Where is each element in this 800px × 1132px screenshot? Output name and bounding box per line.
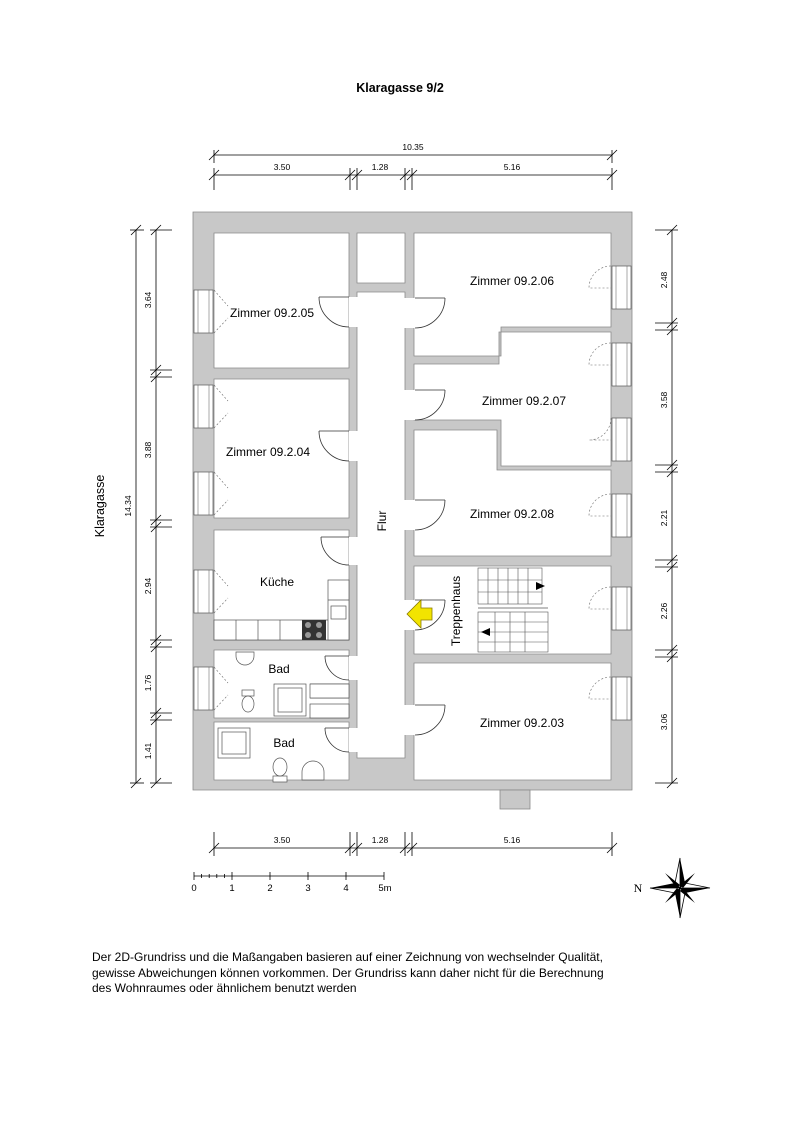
scale-bar [193, 872, 385, 880]
toilet-icon [241, 689, 255, 713]
left-dimensions [130, 224, 172, 789]
dim-top-3: 5.16 [504, 162, 521, 172]
window-panes [197, 266, 628, 720]
dim-left-1: 3.64 [143, 291, 153, 308]
dim-top-1: 3.50 [274, 162, 291, 172]
top-dimensions [208, 149, 618, 190]
kitchen-counter [213, 579, 350, 641]
staircase [477, 567, 549, 653]
room-label-zimmer-06: Zimmer 09.2.06 [470, 274, 554, 288]
scale-label-5m: 5m [378, 883, 391, 894]
dim-total-width: 10.35 [402, 142, 424, 152]
scale-label-0: 0 [191, 883, 196, 894]
room-label-treppenhaus: Treppenhaus [449, 576, 463, 646]
dim-left-3: 2.94 [143, 577, 153, 594]
dim-right-5: 3.06 [659, 713, 669, 730]
entrance-arrow-icon [406, 599, 433, 629]
bottom-dimensions [208, 832, 618, 856]
room-label-zimmer-07: Zimmer 09.2.07 [482, 394, 566, 408]
disclaimer: Der 2D-Grundriss und die Maßangaben basi… [92, 950, 712, 997]
room-label-zimmer-08: Zimmer 09.2.08 [470, 507, 554, 521]
stair-arrow-up-icon [536, 582, 545, 590]
washbasin-icon [235, 651, 255, 666]
room-label-zimmer-04: Zimmer 09.2.04 [226, 445, 310, 459]
stove-icon [302, 620, 326, 640]
stair-arrow-down-icon [481, 628, 490, 636]
dim-left-4: 1.76 [143, 674, 153, 691]
dim-left-2: 3.88 [143, 441, 153, 458]
room-label-kueche: Küche [260, 575, 294, 589]
dim-top-2: 1.28 [372, 162, 389, 172]
door-swings [318, 296, 446, 753]
room-label-flur: Flur [375, 511, 389, 532]
scale-label-4: 4 [343, 883, 348, 894]
window-sashes [213, 265, 612, 711]
sink-icon [330, 605, 347, 620]
bay-niche [499, 789, 531, 810]
scale-label-2: 2 [267, 883, 272, 894]
dim-bottom-1: 3.50 [274, 835, 291, 845]
dim-left-total: 14.34 [123, 495, 133, 517]
scale-label-3: 3 [305, 883, 310, 894]
scale-label-1: 1 [229, 883, 234, 894]
compass-north-label: N [634, 881, 643, 895]
bath-fixtures [217, 683, 350, 759]
room-label-zimmer-03: Zimmer 09.2.03 [480, 716, 564, 730]
dim-left-5: 1.41 [143, 742, 153, 759]
disclaimer-line-2: gewisse Abweichungen können vorkommen. D… [92, 965, 604, 980]
right-dimensions [655, 224, 678, 789]
room-label-zimmer-05: Zimmer 09.2.05 [230, 306, 314, 320]
windows [193, 265, 632, 721]
compass-icon [649, 857, 711, 919]
room-label-bad-1: Bad [268, 662, 289, 676]
street-label: Klaragasse [93, 475, 107, 538]
toilet-icon-2 [272, 757, 288, 783]
washbasin-icon-2 [301, 760, 325, 781]
dim-bottom-3: 5.16 [504, 835, 521, 845]
dim-right-1: 2.48 [659, 271, 669, 288]
dim-right-3: 2.21 [659, 509, 669, 526]
disclaimer-line-1: Der 2D-Grundriss und die Maßangaben basi… [92, 950, 603, 964]
dim-right-2: 3.58 [659, 391, 669, 408]
dim-bottom-2: 1.28 [372, 835, 389, 845]
disclaimer-line-3: des Wohnraumes oder ähnlichem benutzt we… [92, 981, 357, 995]
room-label-bad-2: Bad [273, 736, 294, 750]
plan-title: Klaragasse 9/2 [356, 81, 444, 95]
dim-right-4: 2.26 [659, 602, 669, 619]
